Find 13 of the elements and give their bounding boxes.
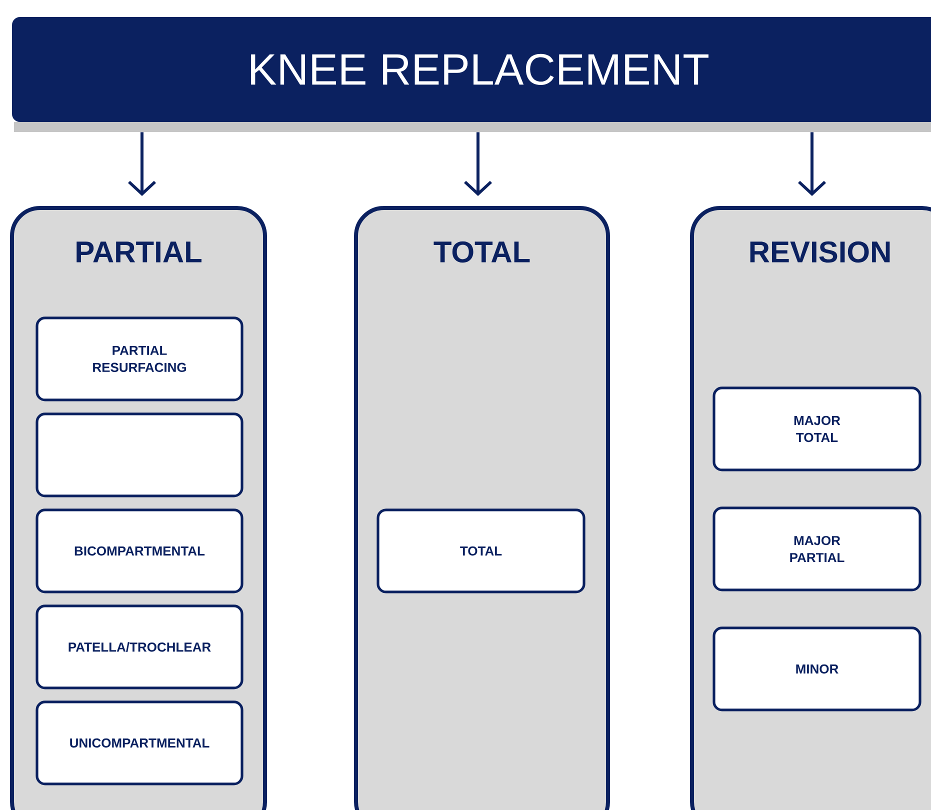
type-box: MAJOR TOTAL (712, 386, 922, 472)
type-box: PARTIAL RESURFACING (36, 316, 244, 402)
type-box: MAJOR PARTIAL (712, 506, 922, 592)
arrow (464, 132, 492, 196)
type-box: BICOMPARTMENTAL (36, 508, 244, 594)
type-box: TOTAL (376, 508, 586, 594)
arrow (798, 132, 826, 196)
arrow (128, 132, 156, 196)
type-box: PATELLA/TROCHLEAR (36, 604, 244, 690)
type-box (36, 412, 244, 498)
type-box: UNICOMPARTMENTAL (36, 700, 244, 786)
type-box: MINOR (712, 626, 922, 712)
title-banner: KNEE REPLACEMENT (12, 16, 931, 122)
